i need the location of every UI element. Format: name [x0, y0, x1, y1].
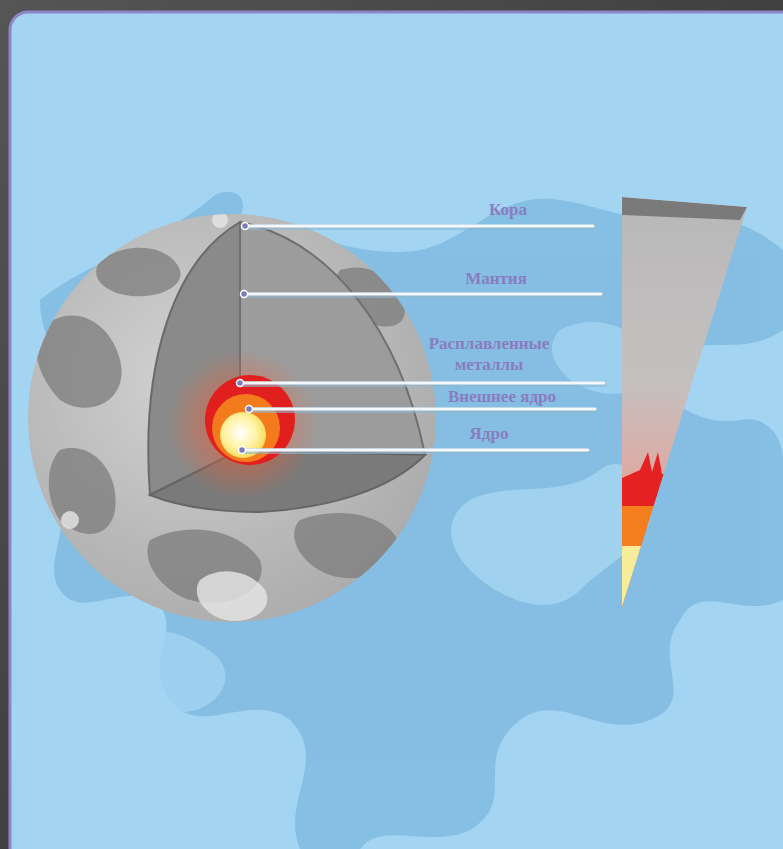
part-label: Ядро: [429, 423, 549, 444]
part-label: Расплавленные металлы: [404, 333, 574, 375]
part-label: Кора: [448, 199, 568, 220]
part-label: Внешнее ядро: [402, 386, 602, 407]
part-label: Мантия: [426, 268, 566, 289]
